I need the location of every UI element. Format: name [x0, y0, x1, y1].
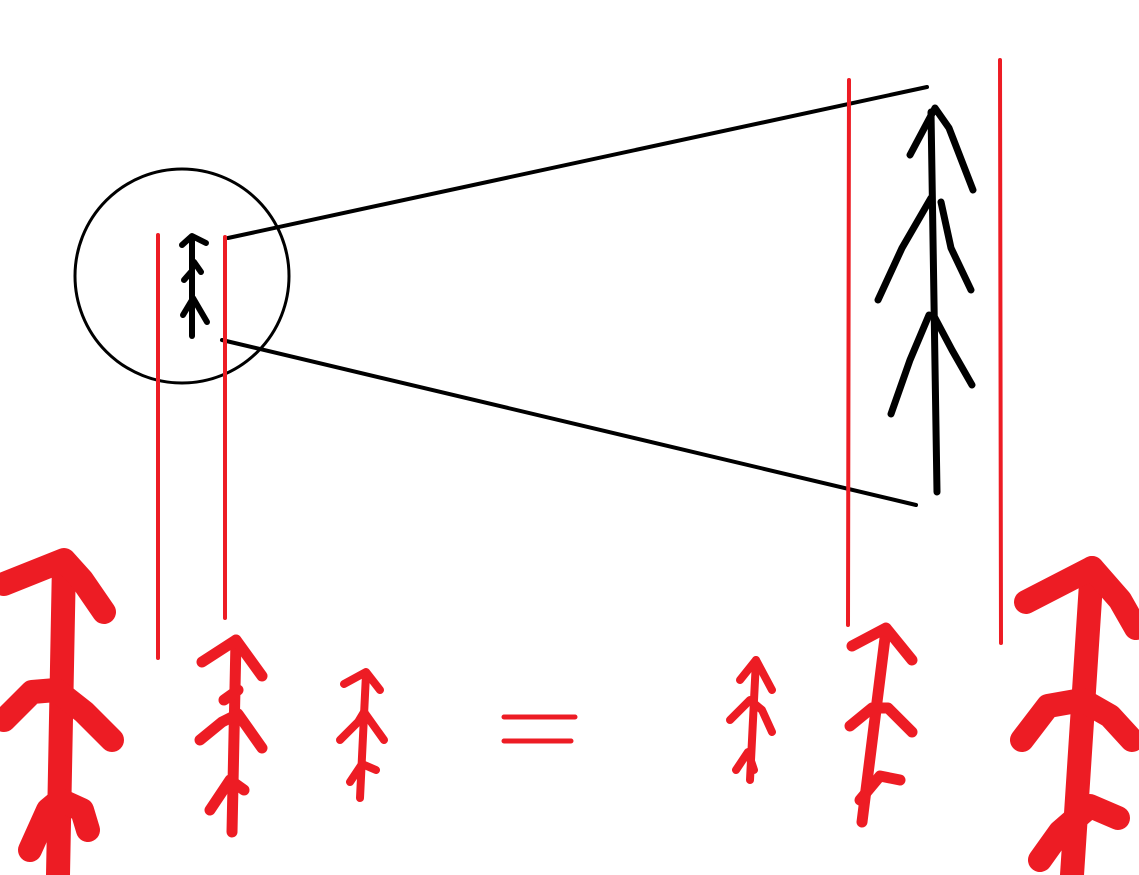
guide-line-3	[846, 78, 851, 627]
zoomed-black-tree-icon	[874, 104, 977, 496]
red-tree-medium-left-icon	[194, 634, 268, 838]
red-tree-large-right-icon	[1010, 556, 1139, 875]
red-tree-small-left-icon	[336, 668, 388, 802]
magnifier-circle-icon	[73, 167, 291, 385]
red-tree-small-right-icon	[726, 656, 776, 784]
small-black-tree-icon	[179, 233, 210, 339]
red-tree-medium-right-icon	[844, 622, 918, 828]
red-tree-large-left-icon	[0, 548, 124, 875]
zoom-line-bottom	[220, 338, 918, 507]
equals-icon	[501, 714, 578, 744]
zoom-line-top	[226, 85, 929, 240]
red-guide-lines	[156, 58, 1003, 660]
guide-line-4	[998, 58, 1003, 645]
